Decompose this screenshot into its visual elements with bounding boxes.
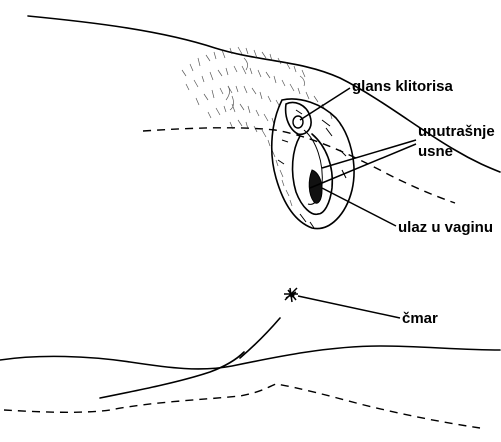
label-vaginal-opening: ulaz u vaginu xyxy=(398,219,493,237)
buttock-crease xyxy=(240,318,280,358)
vaginal-opening xyxy=(309,170,322,203)
label-glans-clitoris: glans klitorisa xyxy=(352,78,453,96)
clitoral-hood xyxy=(286,103,311,135)
label-anus: čmar xyxy=(402,310,438,328)
leader-vagina xyxy=(322,188,396,226)
glans-clitoris xyxy=(293,116,303,128)
lower-thigh-contour xyxy=(100,352,244,398)
shading-strokes xyxy=(278,110,346,228)
lower-dashed-contour xyxy=(4,384,480,428)
label-inner-lips-line2: usne xyxy=(418,143,453,161)
anus-mark xyxy=(284,288,298,302)
leader-glans xyxy=(300,88,350,120)
label-inner-lips-line1: unutrašnje xyxy=(418,123,495,141)
leader-anus xyxy=(298,296,400,318)
